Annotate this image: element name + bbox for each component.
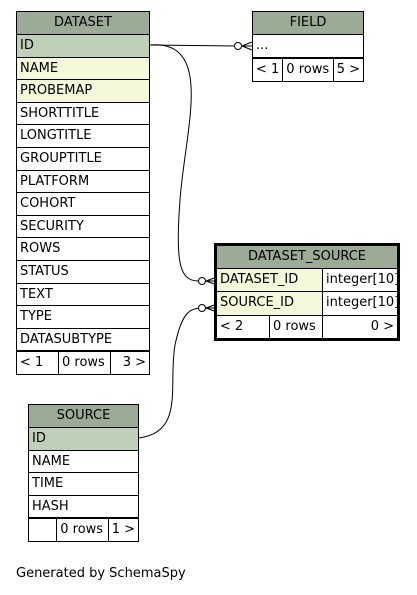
table-source[interactable]: SOURCE ID NAME TIME HASH 0 rows 1 > (28, 404, 139, 543)
column-source-hash[interactable]: HASH (29, 496, 138, 519)
edge-dataset-source-optional-marker-1 (198, 277, 206, 285)
table-field-header[interactable]: FIELD (253, 12, 363, 35)
table-source-footer: 0 rows 1 > (29, 518, 138, 542)
column-dataset-rows[interactable]: ROWS (17, 238, 149, 261)
column-name: SOURCE_ID (217, 292, 322, 315)
column-dataset-security[interactable]: SECURITY (17, 216, 149, 239)
table-dataset-source-parents[interactable]: < 2 (220, 319, 244, 334)
column-dataset-probemap[interactable]: PROBEMAP (17, 80, 149, 103)
table-dataset-source-row-count: 0 rows (269, 316, 322, 338)
table-dataset-source-children[interactable]: 0 > (322, 316, 397, 338)
table-dataset-children[interactable]: 3 > (110, 352, 149, 375)
table-dataset-header[interactable]: DATASET (17, 12, 149, 35)
generated-by-caption: Generated by SchemaSpy (16, 566, 186, 581)
column-source-time[interactable]: TIME (29, 473, 138, 496)
edge-field-optional-marker (234, 42, 242, 50)
column-dataset-cohort[interactable]: COHORT (17, 193, 149, 216)
table-source-row-count: 0 rows (56, 519, 107, 542)
table-field[interactable]: FIELD ... < 1 0 rows 5 > (252, 11, 364, 82)
column-name: DATASET_ID (217, 269, 322, 291)
table-field-children[interactable]: 5 > (332, 58, 363, 81)
table-source-parents (29, 519, 56, 541)
edge-source-dataset-source (138, 307, 201, 439)
column-dataset-platform[interactable]: PLATFORM (17, 171, 149, 194)
column-source-name[interactable]: NAME (29, 451, 138, 474)
table-dataset-source[interactable]: DATASET_SOURCE DATASET_ID integer[10] SO… (214, 243, 400, 341)
column-field-ellipsis[interactable]: ... (253, 35, 363, 58)
edge-field-crowsfoot (241, 41, 253, 51)
column-dataset-grouptitle[interactable]: GROUPTITLE (17, 148, 149, 171)
table-source-children[interactable]: 1 > (107, 519, 138, 542)
column-dataset-type[interactable]: TYPE (17, 306, 149, 329)
column-type: integer[10] (322, 269, 397, 291)
column-dataset-status[interactable]: STATUS (17, 261, 149, 284)
column-dataset-name[interactable]: NAME (17, 57, 149, 81)
table-dataset-source-footer: < 2 0 rows 0 > (217, 315, 397, 338)
table-field-footer: < 1 0 rows 5 > (253, 57, 363, 81)
table-dataset-footer: < 1 0 rows 3 > (17, 351, 149, 375)
column-type: integer[10] (322, 292, 397, 315)
table-dataset-parents[interactable]: < 1 (20, 355, 44, 371)
table-source-header[interactable]: SOURCE (29, 405, 138, 428)
column-dataset-source-dataset-id[interactable]: DATASET_ID integer[10] (217, 269, 397, 292)
column-dataset-id[interactable]: ID (17, 35, 149, 58)
edge-dataset-field (149, 44, 237, 47)
column-dataset-text[interactable]: TEXT (17, 284, 149, 307)
column-dataset-source-source-id[interactable]: SOURCE_ID integer[10] (217, 292, 397, 315)
column-dataset-shorttitle[interactable]: SHORTTITLE (17, 103, 149, 126)
table-dataset[interactable]: DATASET ID NAME PROBEMAP SHORTTITLE LONG… (16, 11, 150, 376)
edge-dataset-dataset-source (149, 44, 201, 282)
column-dataset-longtitle[interactable]: LONGTITLE (17, 125, 149, 148)
table-dataset-source-header[interactable]: DATASET_SOURCE (217, 246, 397, 269)
column-source-id[interactable]: ID (29, 428, 138, 451)
column-dataset-datasubtype[interactable]: DATASUBTYPE (17, 329, 149, 352)
edge-dataset-source-optional-marker-2 (198, 304, 206, 312)
table-field-parents[interactable]: < 1 (256, 61, 280, 77)
table-dataset-row-count: 0 rows (58, 352, 110, 375)
table-field-row-count: 0 rows (282, 58, 332, 81)
